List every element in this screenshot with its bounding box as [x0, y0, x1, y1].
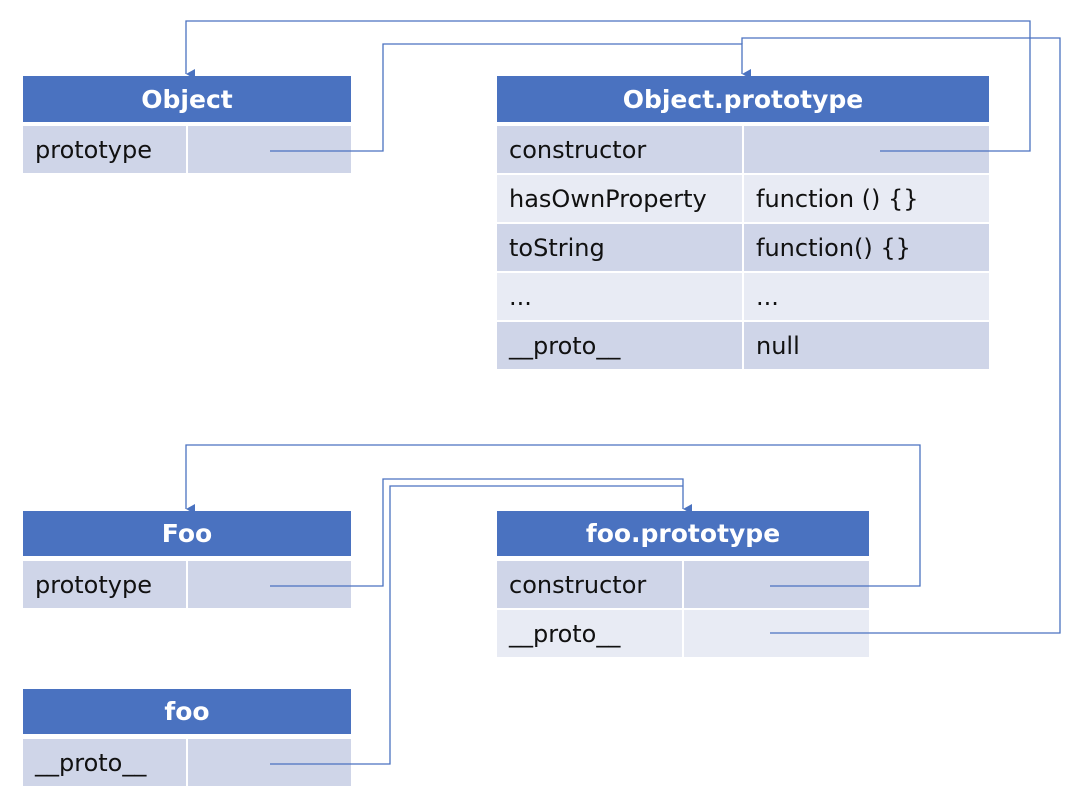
- object-prototype-ellipsis-value: ...: [742, 273, 989, 320]
- object-prototype-row-proto: __proto__ null: [497, 320, 989, 369]
- object-prototype-key: prototype: [23, 126, 186, 173]
- foo-instance-proto-value: [186, 739, 351, 786]
- object-table: Object prototype: [23, 76, 351, 173]
- foo-prototype-row-proto: __proto__: [497, 608, 869, 657]
- object-prototype-row-hasownproperty: hasOwnProperty function () {}: [497, 173, 989, 222]
- object-prototype-value: [186, 126, 351, 173]
- object-row-prototype: prototype: [23, 126, 351, 173]
- foo-prototype-proto-value: [682, 610, 869, 657]
- object-prototype-row-ellipsis: ... ...: [497, 271, 989, 320]
- foo-prototype-title: foo.prototype: [497, 511, 869, 556]
- foo-function-title: Foo: [23, 511, 351, 556]
- object-prototype-ellipsis-key: ...: [497, 273, 742, 320]
- object-prototype-constructor-key: constructor: [497, 126, 742, 173]
- object-prototype-tostring-value: function() {}: [742, 224, 989, 271]
- object-prototype-row-constructor: constructor: [497, 126, 989, 173]
- object-prototype-proto-value: null: [742, 322, 989, 369]
- object-prototype-table: Object.prototype constructor hasOwnPrope…: [497, 76, 989, 369]
- foo-prototype-row-constructor: constructor: [497, 561, 869, 608]
- foo-function-prototype-key: prototype: [23, 561, 186, 608]
- foo-prototype-table: foo.prototype constructor __proto__: [497, 511, 869, 657]
- object-prototype-title: Object.prototype: [497, 76, 989, 122]
- foo-instance-row-proto: __proto__: [23, 739, 351, 786]
- foo-prototype-constructor-value: [682, 561, 869, 608]
- foo-function-table: Foo prototype: [23, 511, 351, 608]
- foo-instance-table: foo __proto__: [23, 689, 351, 786]
- object-prototype-row-tostring: toString function() {}: [497, 222, 989, 271]
- object-prototype-proto-key: __proto__: [497, 322, 742, 369]
- object-prototype-hasownproperty-value: function () {}: [742, 175, 989, 222]
- foo-instance-proto-key: __proto__: [23, 739, 186, 786]
- foo-prototype-proto-key: __proto__: [497, 610, 682, 657]
- foo-instance-title: foo: [23, 689, 351, 734]
- object-title: Object: [23, 76, 351, 122]
- object-prototype-tostring-key: toString: [497, 224, 742, 271]
- foo-function-row-prototype: prototype: [23, 561, 351, 608]
- foo-prototype-constructor-key: constructor: [497, 561, 682, 608]
- object-prototype-hasownproperty-key: hasOwnProperty: [497, 175, 742, 222]
- foo-function-prototype-value: [186, 561, 351, 608]
- object-prototype-constructor-value: [742, 126, 989, 173]
